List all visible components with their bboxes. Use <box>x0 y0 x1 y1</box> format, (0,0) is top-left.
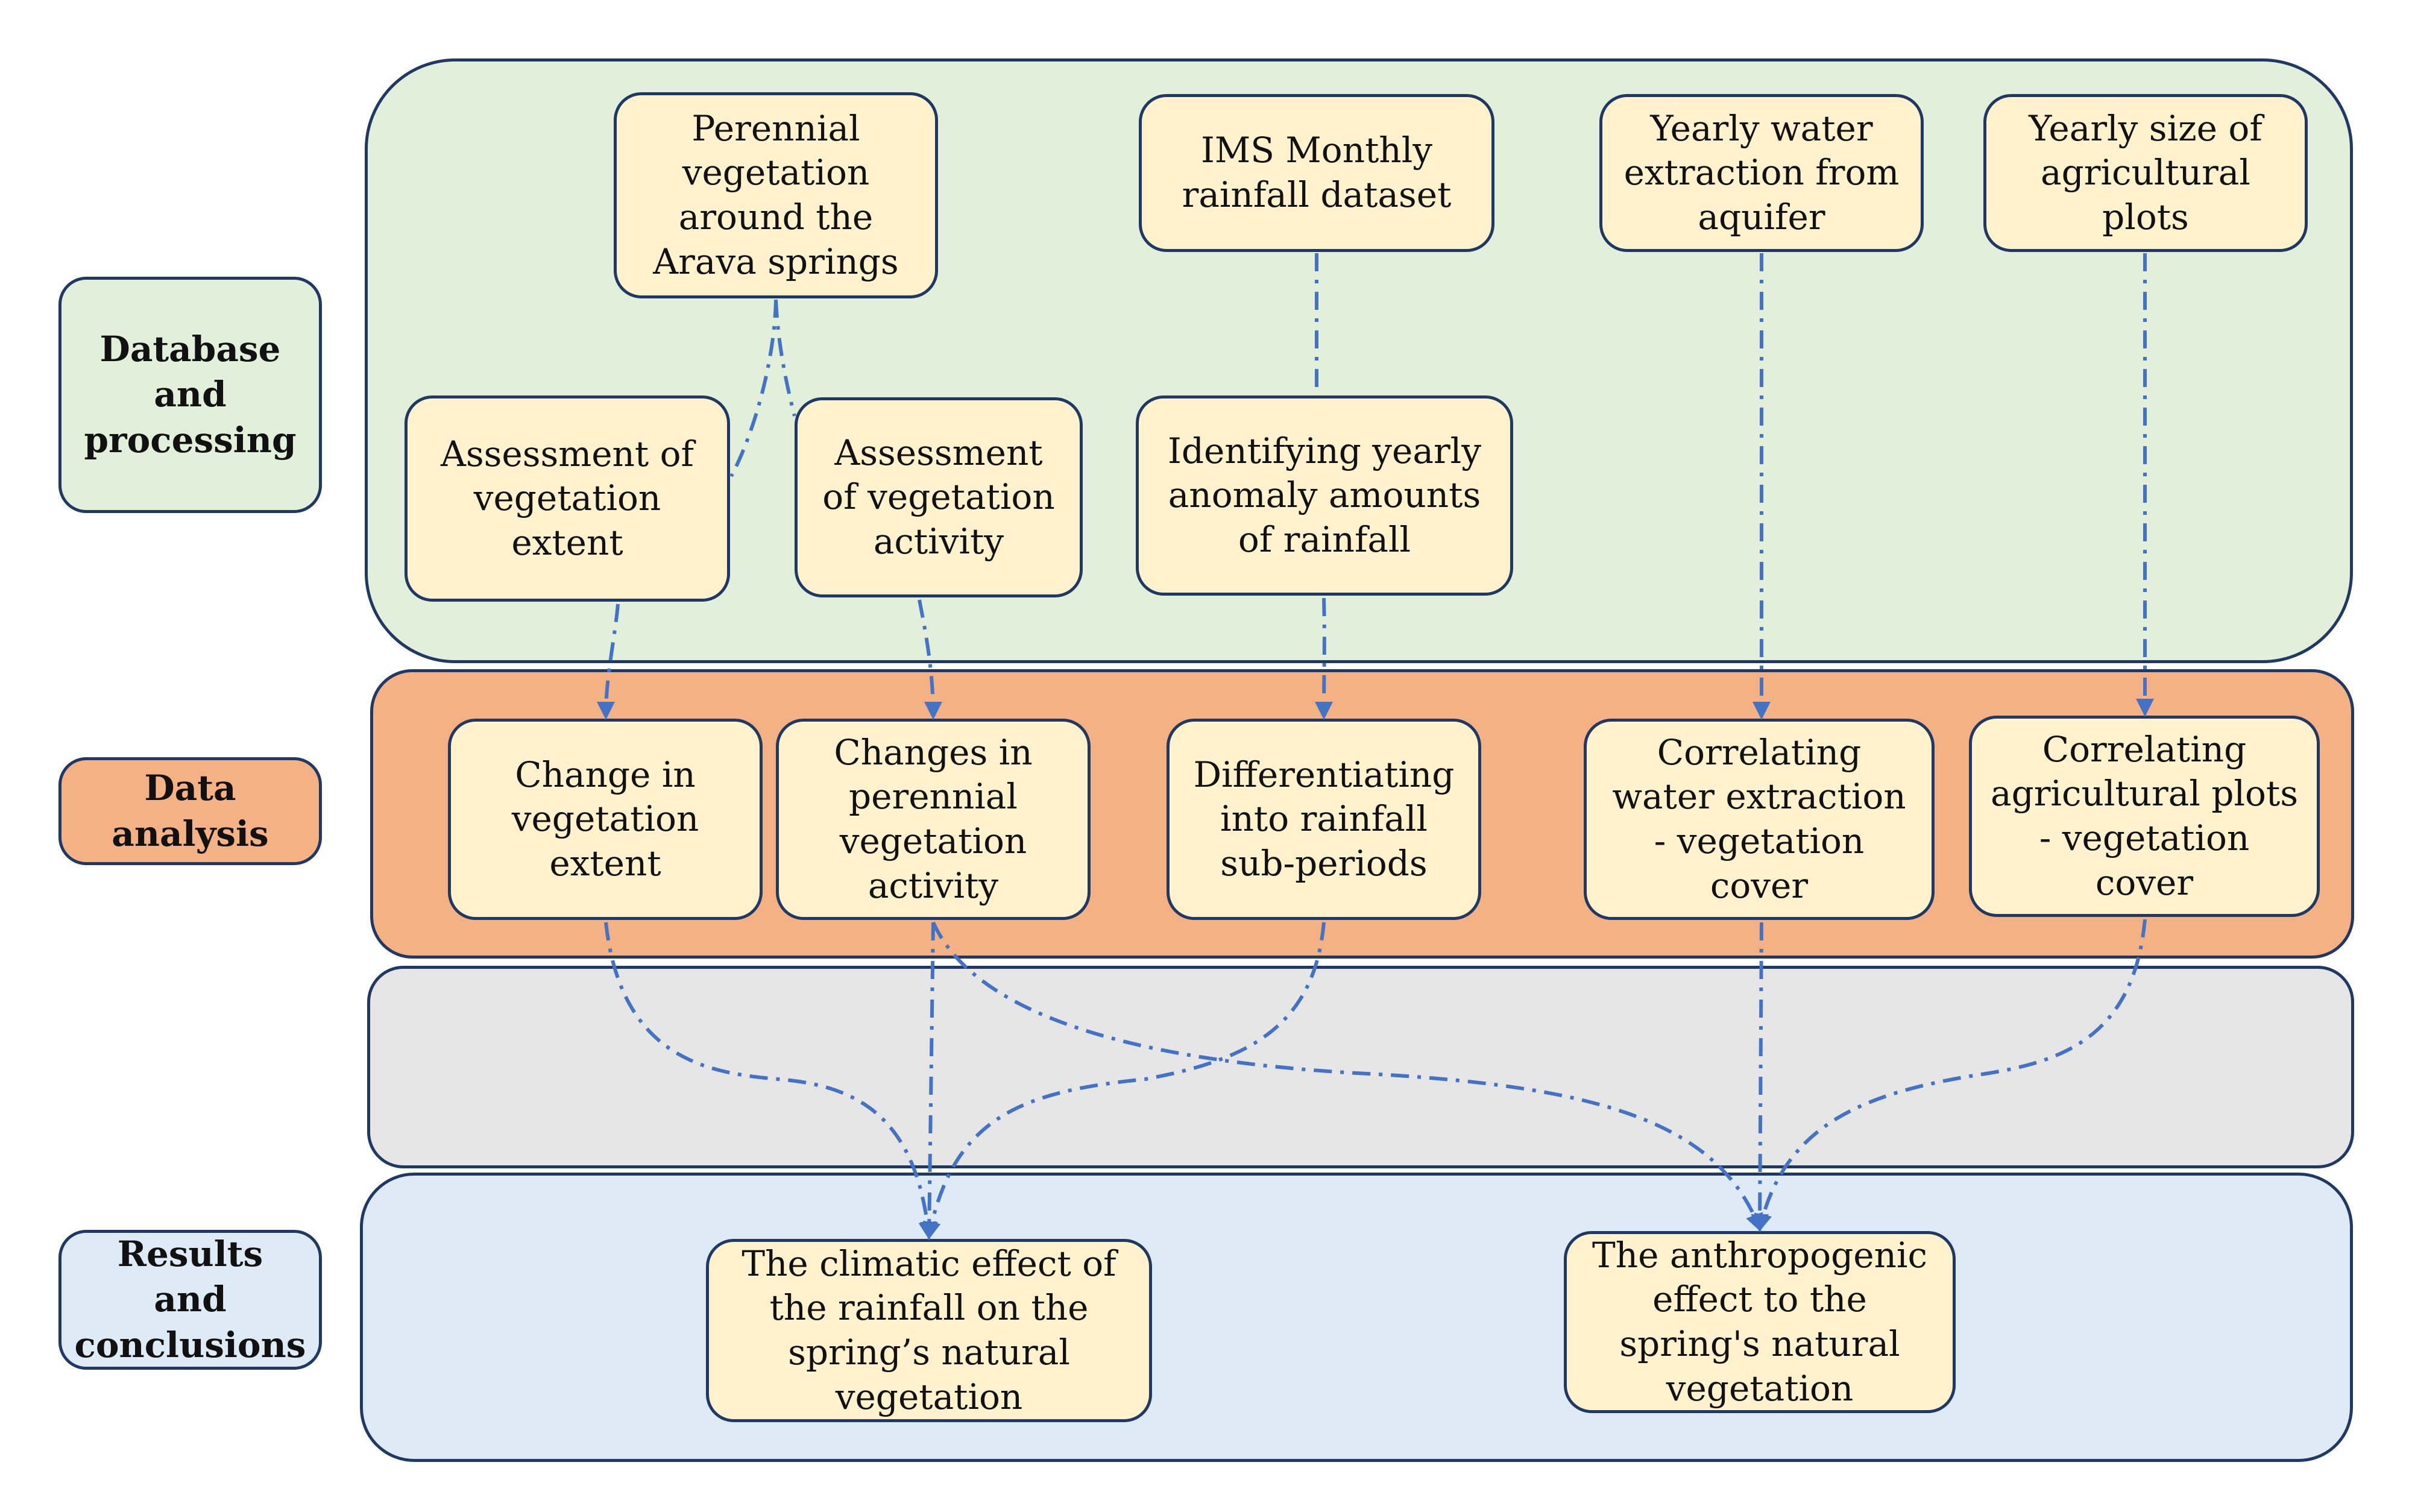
node-assessment-extent: Assessment of vegetation extent <box>405 395 730 602</box>
node-change-activity: Changes in perennial vegetation activity <box>776 719 1091 920</box>
node-climatic-effect: The climatic effect of the rainfall on t… <box>706 1239 1152 1422</box>
results-panel <box>360 1173 2353 1462</box>
node-anthropogenic-effect: The anthropogenic effect to the spring's… <box>1564 1231 1956 1413</box>
blank-panel <box>367 966 2354 1168</box>
node-change-extent: Change in vegetation extent <box>448 719 763 920</box>
node-perennial-vegetation: Perennial vegetation around the Arava sp… <box>614 92 938 298</box>
node-agri-plots-size: Yearly size of agricultural plots <box>1983 94 2308 252</box>
node-rainfall-subperiods: Differentiating into rainfall sub-period… <box>1167 719 1481 920</box>
section-label-analysis: Data analysis <box>58 757 322 865</box>
node-correlating-agri: Correlating agricultural plots - vegetat… <box>1969 716 2320 917</box>
node-correlating-water: Correlating water extraction - vegetatio… <box>1584 719 1935 920</box>
node-ims-rainfall: IMS Monthly rainfall dataset <box>1139 94 1494 252</box>
node-assessment-activity: Assessment of vegetation activity <box>795 397 1083 597</box>
node-rainfall-anomaly: Identifying yearly anomaly amounts of ra… <box>1136 395 1513 596</box>
section-label-database: Database and processing <box>58 277 322 513</box>
section-label-results: Results and conclusions <box>58 1230 322 1370</box>
node-water-extraction: Yearly water extraction from aquifer <box>1599 94 1924 252</box>
